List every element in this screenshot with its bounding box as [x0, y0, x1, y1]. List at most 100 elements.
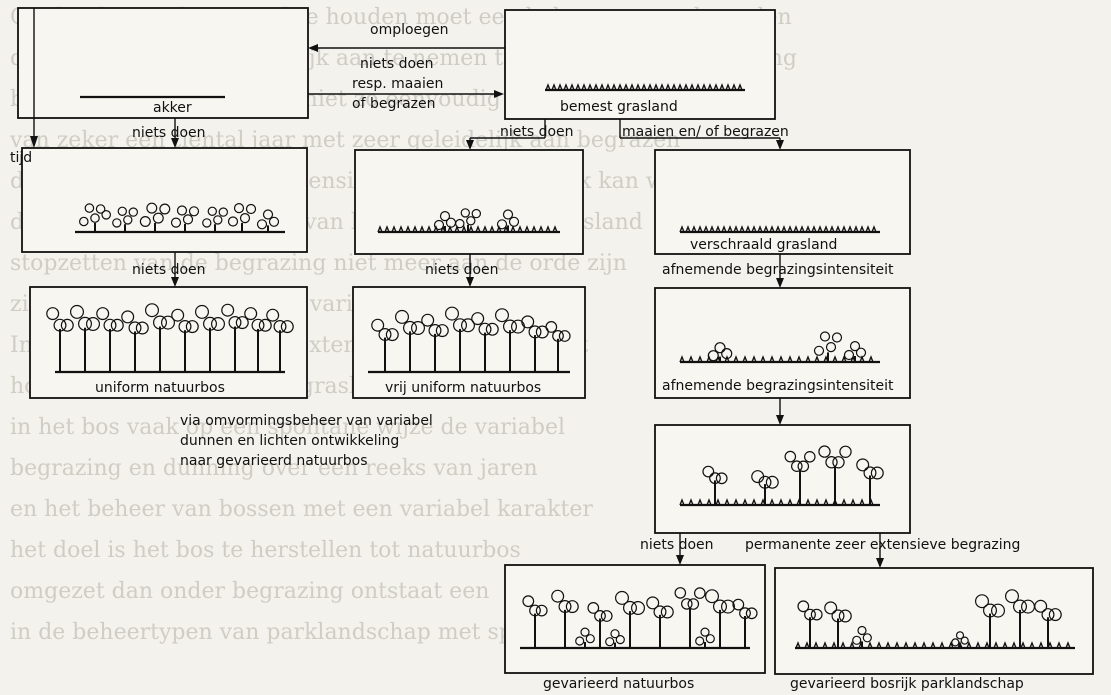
- grass-tuft: [841, 355, 847, 363]
- grass-tuft: [966, 641, 972, 649]
- grass-tuft: [885, 641, 891, 649]
- grass-tuft: [611, 83, 617, 91]
- grass-tuft: [703, 225, 709, 233]
- grass-tuft: [377, 225, 383, 233]
- box-row2-mid: [354, 149, 584, 255]
- grass-tuft: [975, 641, 981, 649]
- shrub: [852, 625, 872, 648]
- grass-tuft: [635, 83, 641, 91]
- box-afnemende-begrazing: [654, 287, 911, 399]
- box-vrij-uniform-natuurbos: [352, 286, 586, 399]
- grass-tuft: [569, 83, 575, 91]
- shrub: [575, 627, 595, 648]
- grass-tuft: [840, 641, 846, 649]
- grass-tuft: [831, 641, 837, 649]
- grass-tuft: [706, 498, 712, 506]
- grass-tuft: [531, 225, 537, 233]
- grass-tuft: [641, 83, 647, 91]
- label-akker: akker: [153, 100, 192, 116]
- box-verschraald-grasland: [654, 149, 911, 255]
- grass-tuft: [760, 355, 766, 363]
- grass-tuft: [623, 83, 629, 91]
- grass-tuft: [599, 83, 605, 91]
- tijd-arrowhead: [30, 136, 38, 148]
- grass-tuft: [814, 355, 820, 363]
- tree: [551, 589, 579, 648]
- grass-tuft: [679, 498, 685, 506]
- omploegen-arrowhead: [308, 44, 318, 52]
- grass-tuft: [721, 225, 727, 233]
- grass-tuft: [426, 225, 432, 233]
- grass-tuft: [683, 83, 689, 91]
- grass-tuft: [517, 225, 523, 233]
- grass-tuft: [587, 83, 593, 91]
- grass-tuft: [679, 225, 685, 233]
- grass-tuft: [461, 225, 467, 233]
- grass-tuft: [489, 225, 495, 233]
- grass-tuft: [841, 498, 847, 506]
- grass-tuft: [865, 225, 871, 233]
- tree: [545, 321, 571, 372]
- tree: [69, 304, 100, 372]
- grass-tuft: [957, 641, 963, 649]
- grass-tuft: [709, 225, 715, 233]
- grass-tuft: [593, 83, 599, 91]
- grass-tuft: [510, 225, 516, 233]
- box-parklandschap: [774, 567, 1094, 675]
- label-via-1: via omvormingsbeheer van variabel: [180, 413, 433, 429]
- tree: [221, 303, 249, 372]
- afnemende-down-arrowhead: [776, 415, 784, 425]
- grass-tuft: [733, 498, 739, 506]
- grass-tuft: [817, 225, 823, 233]
- grass-tuft: [688, 355, 694, 363]
- label-afnemende-2: afnemende begrazingsintensiteit: [662, 378, 894, 394]
- grass-tuft: [1065, 641, 1071, 649]
- background-text-line: stopzetten van de begrazing niet meer aa…: [10, 251, 627, 276]
- shrub: [496, 209, 520, 232]
- grass-tuft: [742, 355, 748, 363]
- tree: [244, 307, 272, 372]
- row2-mid-down-arrowhead: [466, 277, 474, 287]
- tree: [121, 310, 149, 372]
- grass-tuft: [1029, 641, 1035, 649]
- grass-tuft: [814, 498, 820, 506]
- tree: [784, 450, 816, 505]
- grass-tuft: [993, 641, 999, 649]
- grass-tuft: [552, 225, 558, 233]
- tree: [824, 601, 852, 648]
- grass-tuft: [805, 225, 811, 233]
- tree: [522, 595, 548, 648]
- grass-tuft: [468, 225, 474, 233]
- shrub: [813, 331, 843, 362]
- box-akker: [17, 7, 309, 119]
- grass-tuft: [733, 355, 739, 363]
- box-gevarieerd-natuurbos: [504, 564, 766, 674]
- grass-tuft: [1011, 641, 1017, 649]
- tree: [818, 445, 852, 505]
- grass-tuft: [787, 355, 793, 363]
- label-niets-doen-top-2: resp. maaien: [352, 76, 443, 92]
- grass-tuft: [757, 225, 763, 233]
- grass-tuft: [948, 641, 954, 649]
- grass-tuft: [545, 83, 551, 91]
- box-permanente-begrazing: [654, 424, 911, 534]
- grass-tuft: [778, 498, 784, 506]
- grass-tuft: [398, 225, 404, 233]
- grass-tuft: [775, 225, 781, 233]
- grass-tuft: [719, 83, 725, 91]
- grass-tuft: [921, 641, 927, 649]
- grass-tuft: [811, 225, 817, 233]
- grass-tuft: [859, 225, 865, 233]
- grass-tuft: [805, 498, 811, 506]
- grass-tuft: [859, 498, 865, 506]
- tree: [614, 590, 645, 648]
- tree: [856, 458, 884, 505]
- grass-tuft: [653, 83, 659, 91]
- tree: [46, 307, 74, 372]
- grasland-to-mid-arrowhead: [466, 140, 474, 150]
- tree: [371, 318, 399, 372]
- grass-tuft: [751, 355, 757, 363]
- grass-tuft: [1002, 641, 1008, 649]
- akker-to-grasland-arrowhead: [494, 90, 504, 98]
- label-gevarieerd-natuurbos: gevarieerd natuurbos: [543, 676, 694, 692]
